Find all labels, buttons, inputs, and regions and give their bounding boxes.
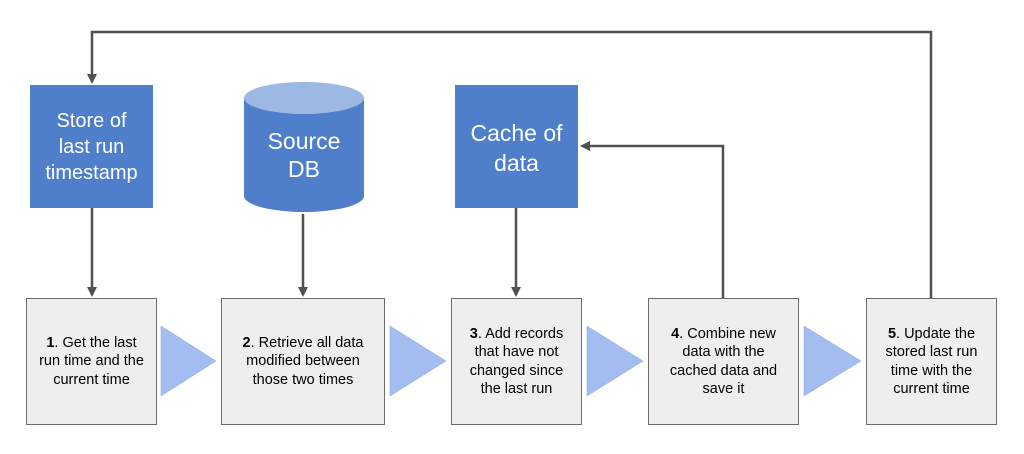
step-3-content: 3. Add records that have not changed sin… [462, 325, 571, 399]
step-4-box: 4. Combine new data with the cached data… [648, 298, 799, 425]
step-1-content: 1. Get the last run time and the current… [37, 334, 146, 390]
step-4-text: . Combine new data with the cached data … [669, 325, 778, 398]
step-1-text: . Get the last run time and the current … [39, 334, 144, 388]
step-2-box: 2. Retrieve all data modified between th… [221, 298, 385, 425]
data-cache-label: Cache of data [470, 120, 563, 176]
source-db-body [244, 98, 364, 212]
step-4-number: 4 [671, 325, 680, 342]
source-db-label: Source DB [267, 128, 341, 182]
step-2-text: . Retrieve all data modified between tho… [246, 334, 364, 388]
data-cache-node: Cache of data [455, 85, 578, 208]
chevron-step4-to-step5 [803, 325, 862, 397]
step-1-number: 1 [46, 334, 55, 351]
step-5-box: 5. Update the stored last run time with … [866, 298, 997, 425]
feedback-arrow-step5-to-store [87, 30, 933, 298]
source-db-cylinder [244, 82, 364, 212]
last-run-store-node: Store of last run timestamp [30, 85, 153, 208]
last-run-store-label: Store of last run timestamp [45, 109, 138, 184]
chevron-step1-to-step2 [160, 325, 217, 397]
step-5-number: 5 [887, 325, 897, 342]
arrow-step4-to-cache [580, 141, 725, 298]
source-db-top [244, 82, 364, 114]
step-3-text: . Add records that have not changed sinc… [469, 325, 564, 398]
step-2-number: 2 [242, 334, 251, 351]
chevron-step3-to-step4 [586, 325, 644, 397]
step-5-text: . Update the stored last run time with t… [885, 325, 978, 398]
step-1-box: 1. Get the last run time and the current… [26, 298, 157, 425]
step-3-box: 3. Add records that have not changed sin… [451, 298, 582, 425]
step-3-number: 3 [469, 325, 478, 342]
step-5-content: 5. Update the stored last run time with … [877, 325, 986, 399]
chevron-step2-to-step3 [389, 325, 447, 397]
step-2-content: 2. Retrieve all data modified between th… [232, 334, 374, 390]
step-4-content: 4. Combine new data with the cached data… [659, 325, 788, 399]
